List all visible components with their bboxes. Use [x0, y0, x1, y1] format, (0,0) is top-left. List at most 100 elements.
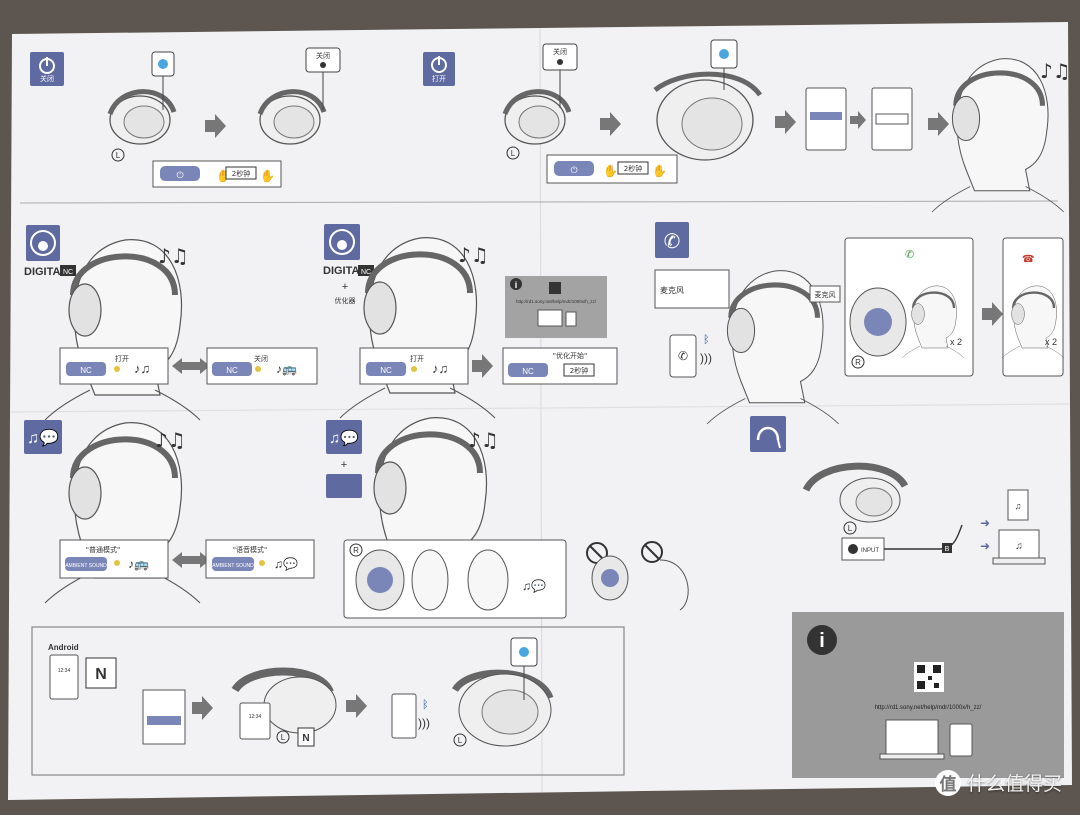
timer-2s-box [617, 161, 649, 175]
right-mark [851, 355, 865, 369]
watermark: 值 什么值得买 [934, 769, 1062, 796]
watermark-text: 什么值得买 [966, 773, 1062, 795]
hand-cover-side-illustration [467, 549, 509, 611]
svg-text:N: N [95, 666, 107, 683]
svg-text:NC: NC [380, 366, 392, 375]
nc-button-icon [366, 362, 406, 376]
mic-callout-right [809, 285, 841, 303]
nc-button-icon [66, 362, 106, 376]
nc-optimizer-section: DIGITAL NC + 优化器 i http://rd1.sony.net/h… [323, 224, 618, 418]
power-off-label: 关闭 [40, 74, 54, 83]
digital-nc-label: DIGITAL [24, 266, 67, 278]
timer-2s-box [225, 166, 257, 180]
arrow-right-icon [600, 112, 621, 136]
arrow-right-icon [982, 302, 1003, 326]
left-mark [453, 733, 467, 747]
press-hand-icon: ✋ [603, 164, 618, 178]
arrow-right-icon [346, 694, 367, 718]
noise-cancel-section: DIGITAL NC NC 打开 ♪♫ NC 关闭 ♪🚌 [24, 225, 318, 420]
svg-text:L: L [511, 149, 516, 158]
arrow-right-icon [928, 112, 949, 136]
power-off-icon [30, 52, 64, 86]
release-hand-icon: ✋ [652, 164, 667, 178]
svg-text:NC: NC [522, 367, 534, 376]
nc-button-icon [508, 363, 548, 377]
nc-button-icon [212, 362, 252, 376]
svg-text:♫💬: ♫💬 [27, 428, 59, 447]
svg-text:12:34: 12:34 [58, 668, 71, 674]
hand-on-cup-icon [326, 474, 362, 498]
arrow-right-icon [192, 696, 213, 720]
paper-fold-vertical [539, 27, 543, 793]
info-icon [807, 625, 837, 655]
arrow-right-icon [472, 354, 493, 378]
smartphone-icon [669, 334, 697, 378]
phone-tap-illustration [239, 702, 271, 740]
svg-text:+: + [341, 459, 347, 471]
optimizer-label: 优化器 [335, 296, 356, 305]
svg-text:打开: 打开 [410, 354, 424, 363]
arrow-right-icon [205, 114, 226, 138]
qr-code-icon [549, 282, 561, 294]
phone-call-section: ✆ 麦克风 麦克风 ✆ ᛒ ))) ✆ R x 2 ☎ x 2 [654, 222, 1066, 424]
svg-text:2秒钟: 2秒钟 [232, 169, 250, 178]
prohibited-icon [641, 541, 663, 563]
svg-text:NC: NC [226, 366, 238, 375]
arrow-right-icon [775, 110, 796, 134]
android-label: Android [48, 643, 79, 652]
laptop-device-icon [998, 529, 1040, 559]
voice-mode-label: "语音模式" [233, 545, 267, 554]
svg-text:♪🚌: ♪🚌 [128, 557, 149, 571]
arrow-to-device-icon: ➜ [980, 516, 990, 530]
music-notes-icon [458, 243, 489, 267]
svg-text:关闭: 关闭 [553, 47, 567, 56]
svg-text:♫: ♫ [1015, 501, 1022, 511]
svg-text:R: R [353, 546, 359, 555]
svg-text:L: L [848, 524, 853, 533]
svg-text:AMBIENT SOUND: AMBIENT SOUND [65, 563, 107, 569]
music-notes-icon [468, 428, 499, 452]
double-tap-count: x 2 [950, 337, 962, 347]
svg-text:DIGITAL: DIGITAL [323, 265, 366, 277]
svg-text:♫💬: ♫💬 [522, 579, 546, 593]
power-on-section: 打开 关闭 L ⏻ ✋ 2秒钟 ✋ [423, 39, 1071, 212]
svg-text:♪♫: ♪♫ [134, 361, 150, 376]
left-mark [111, 148, 125, 162]
arrow-right-icon [850, 111, 866, 129]
headband-illustration [452, 669, 554, 700]
led-off-label: 关闭 [316, 51, 330, 60]
left-mark [506, 146, 520, 160]
nfc-logo-icon [85, 657, 117, 689]
svg-text:⏻: ⏻ [176, 170, 183, 180]
paper-fold-horizontal [9, 403, 1071, 413]
headband-illustration [802, 462, 909, 492]
ambient-mode-section: ♫💬 "普通模式" AMBIENT SOUND ♪🚌 "语音模式" AMBIEN… [24, 420, 315, 603]
normal-mode-label: "普通模式" [86, 545, 120, 554]
left-mark [276, 730, 290, 744]
mic-label-right: 麦克风 [815, 290, 836, 299]
wired-connection-section: L INPUT B ➜ ➜ ♫ ♫ [750, 416, 1046, 565]
mic-callout-left [654, 269, 730, 309]
quick-attention-icon [326, 420, 362, 454]
svg-text:L: L [458, 736, 463, 745]
svg-text:AMBIENT SOUND: AMBIENT SOUND [212, 563, 254, 569]
svg-text:NC: NC [80, 366, 92, 375]
svg-text:L: L [116, 151, 121, 160]
music-notes-icon [158, 244, 189, 268]
end-call-icon: ☎ [1022, 254, 1034, 265]
hand-cover-illustration [411, 549, 449, 611]
svg-text:♪🚌: ♪🚌 [276, 362, 297, 376]
phone-call-icon [655, 222, 689, 258]
svg-text:N: N [302, 733, 309, 744]
double-tap-count: x 2 [1045, 337, 1057, 347]
svg-text:⏻: ⏻ [570, 165, 577, 175]
arrow-to-device-icon: ➜ [980, 539, 990, 553]
help-info-panel: i http://rd1.sony.net/help/mdr/1000x/h_z… [792, 612, 1064, 778]
headphones-on-head-illustration [653, 71, 763, 161]
timer-2s-box [563, 363, 595, 377]
svg-text:✆: ✆ [664, 231, 681, 253]
power-button-icon [160, 166, 200, 181]
svg-text:R: R [855, 358, 861, 367]
answer-call-icon: ✆ [905, 249, 914, 261]
